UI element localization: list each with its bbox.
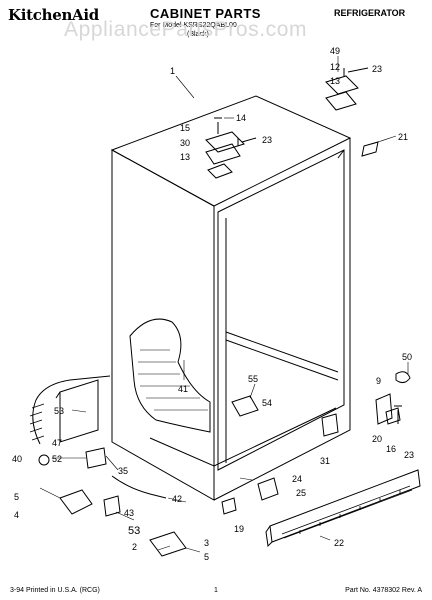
hinge-right-13	[325, 91, 357, 111]
cabinet-front-left-side	[111, 149, 215, 501]
callout-50: 50	[402, 352, 412, 362]
callout-55: 55	[248, 374, 258, 384]
callout-53-lower: 53	[128, 525, 140, 537]
callout-23-top: 23	[372, 64, 382, 74]
bracket-21	[361, 141, 379, 157]
cabinet-right-side	[213, 138, 351, 501]
wire-harness	[32, 375, 111, 445]
cabinet-inner-edge	[225, 149, 345, 463]
page-number: 1	[214, 587, 218, 594]
page-title: CABINET PARTS	[150, 6, 261, 21]
callout-24: 24	[292, 474, 302, 484]
screw-14	[214, 117, 222, 134]
cabinet-top	[110, 95, 352, 207]
callout-25: 25	[296, 488, 306, 498]
connector-40	[38, 454, 50, 466]
callout-22: 22	[334, 538, 344, 548]
callout-42: 42	[172, 494, 182, 504]
hinge-right-12	[325, 75, 359, 95]
clip-50	[395, 371, 411, 384]
callout-49: 49	[330, 46, 340, 56]
callout-53-upper: 53	[54, 406, 64, 416]
callout-43: 43	[124, 508, 134, 518]
block-25	[257, 477, 279, 501]
callout-16: 16	[386, 444, 396, 454]
hinge-left-15	[205, 131, 245, 153]
hinge-left-13	[207, 163, 233, 179]
screw-23-right	[394, 405, 402, 424]
mount-54	[231, 395, 259, 417]
callout-52: 52	[52, 454, 62, 464]
wire-coils	[29, 403, 45, 441]
callout-13-mid: 13	[180, 152, 190, 162]
callout-3: 3	[204, 538, 209, 548]
callout-1: 1	[170, 66, 175, 76]
hinge-bottom-9	[375, 393, 393, 425]
screw-23-mid	[237, 137, 257, 146]
side-cutout	[129, 318, 211, 433]
callout-2: 2	[132, 542, 137, 552]
callout-21: 21	[398, 132, 408, 142]
bracket-16	[385, 407, 401, 425]
screw-23-top	[343, 67, 369, 76]
color-subtitle: (Black)	[187, 31, 209, 38]
page-header: KitchenAid CABINET PARTS For Model KSRS2…	[0, 4, 432, 44]
grille-slots	[281, 485, 413, 539]
mount-52	[85, 447, 107, 469]
part-number: Part No. 4378302 Rev. A	[345, 587, 422, 594]
callout-41: 41	[178, 384, 188, 394]
harness-bracket	[55, 379, 99, 443]
bracket-43	[103, 495, 121, 517]
callout-23-mid: 23	[262, 135, 272, 145]
callout-35: 35	[118, 466, 128, 476]
model-subtitle: For Model KSRS22QABL00	[150, 22, 237, 29]
callout-13-top: 13	[330, 76, 340, 86]
foot-19	[221, 497, 237, 515]
cabinet-inner-opening	[217, 149, 345, 471]
block-31	[321, 413, 339, 437]
callout-31: 31	[320, 456, 330, 466]
watermark: AppliancePartsPros.com	[64, 18, 308, 41]
callout-47: 47	[52, 438, 62, 448]
tube-42	[111, 475, 167, 499]
print-info: 3-94 Printed in U.S.A. (RCG)	[10, 587, 100, 594]
hinge-left-30	[205, 143, 241, 165]
callout-20: 20	[372, 434, 382, 444]
cabinet-divider	[225, 331, 339, 381]
brand-logo: KitchenAid	[8, 6, 99, 24]
callout-15: 15	[180, 123, 190, 133]
callout-5-left: 5	[14, 492, 19, 502]
callout-19: 19	[234, 524, 244, 534]
callout-4: 4	[14, 510, 19, 520]
callout-5-lower: 5	[204, 552, 209, 562]
callout-12: 12	[330, 62, 340, 72]
callout-14: 14	[236, 113, 246, 123]
damper-4	[59, 489, 93, 515]
callout-40: 40	[12, 454, 22, 464]
category-label: REFRIGERATOR	[334, 8, 406, 18]
cabinet-bottom-rail	[149, 407, 337, 467]
toe-grille-22	[265, 469, 421, 548]
callout-30: 30	[180, 138, 190, 148]
cutout-shading	[138, 349, 208, 411]
callout-9: 9	[376, 376, 381, 386]
valve-2	[149, 531, 187, 557]
callout-54: 54	[262, 398, 272, 408]
callout-23-right: 23	[404, 450, 414, 460]
